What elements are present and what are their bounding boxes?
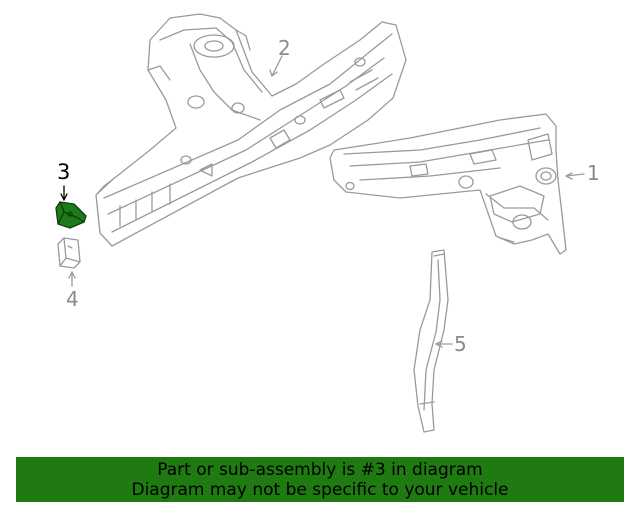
parts-diagram (55, 13, 585, 433)
part-2-frame-rail (95, 13, 407, 247)
banner-line-2: Diagram may not be specific to your vehi… (131, 480, 509, 500)
part-info-banner: Part or sub-assembly is #3 in diagram Di… (16, 457, 624, 502)
part-4-bracket (57, 237, 81, 287)
callout-3: 3 (57, 160, 71, 184)
callout-2: 2 (278, 36, 291, 60)
callout-5: 5 (454, 332, 467, 356)
banner-line-1: Part or sub-assembly is #3 in diagram (157, 460, 483, 480)
callout-4: 4 (66, 287, 79, 311)
callout-1: 1 (587, 161, 600, 185)
part-1-wheelhouse-panel (329, 113, 585, 255)
part-3-bracket-highlighted (55, 185, 87, 229)
part-5-reinforcement (413, 249, 453, 433)
